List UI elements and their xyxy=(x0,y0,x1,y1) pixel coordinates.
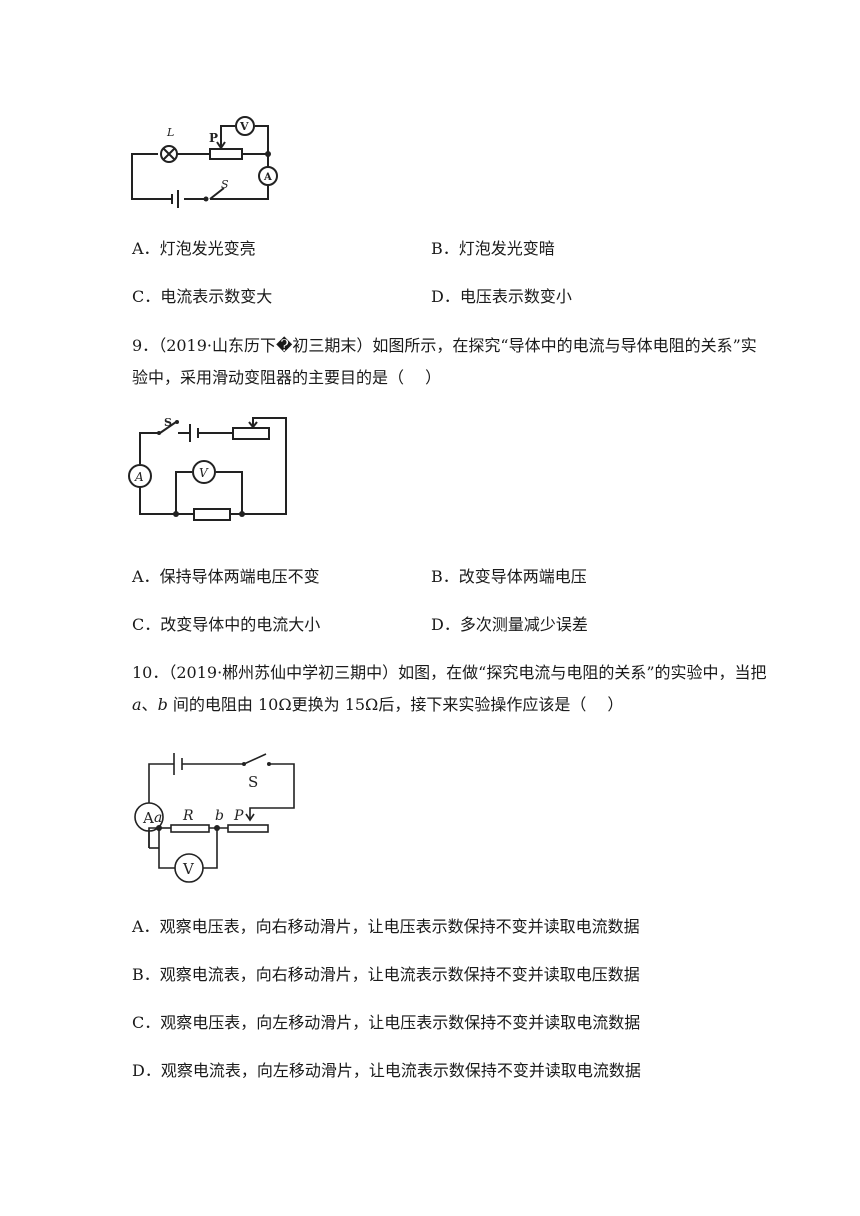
q8-label-lamp: L xyxy=(166,126,174,139)
q9-circuit-diagram: S A V xyxy=(128,416,287,521)
q9-stem-line2: 验中，采用滑动变阻器的主要目的是（ ） xyxy=(132,368,442,387)
option-text: 电流表示数变大 xyxy=(160,287,273,306)
q9-label-switch: S xyxy=(164,416,172,429)
q8-label-switch: S xyxy=(221,178,229,191)
option-letter: B． xyxy=(132,965,160,984)
q10-circuit-diagram: A S a R b P V xyxy=(134,753,295,883)
q9-option-c[interactable]: C．改变导体中的电流大小 xyxy=(132,614,320,636)
q10-label-b: b xyxy=(215,808,224,824)
q10-var-a: a xyxy=(132,695,142,714)
option-text: 改变导体中的电流大小 xyxy=(160,615,321,634)
q10-label-r: R xyxy=(182,808,194,824)
option-text: 观察电压表，向右移动滑片，让电压表示数保持不变并读取电流数据 xyxy=(159,917,640,936)
q8-option-a[interactable]: A．灯泡发光变亮 xyxy=(132,238,256,260)
option-text: 灯泡发光变暗 xyxy=(458,239,555,258)
q10-label-p: P xyxy=(233,808,244,824)
q10-option-c[interactable]: C．观察电压表，向左移动滑片，让电压表示数保持不变并读取电流数据 xyxy=(132,1012,640,1034)
q10-stem-text-2: 间的电阻由 10Ω更换为 15Ω后，接下来实验操作应该是（ ） xyxy=(167,695,624,714)
option-letter: A． xyxy=(132,567,160,586)
q8-option-c[interactable]: C．电流表示数变大 xyxy=(132,286,272,308)
q8-label-voltmeter: V xyxy=(239,120,249,133)
q8-option-d[interactable]: D．电压表示数变小 xyxy=(431,286,572,308)
q10-label-switch: S xyxy=(248,773,258,791)
option-letter: A． xyxy=(132,917,160,936)
option-letter: D． xyxy=(431,287,460,306)
option-letter: C． xyxy=(132,287,161,306)
q10-stem-line2: a、b 间的电阻由 10Ω更换为 15Ω后，接下来实验操作应该是（ ） xyxy=(132,694,623,716)
option-letter: D． xyxy=(132,1061,161,1080)
q10-label-ammeter: A xyxy=(142,809,154,827)
q10-option-a[interactable]: A．观察电压表，向右移动滑片，让电压表示数保持不变并读取电流数据 xyxy=(132,916,640,938)
q9-option-b[interactable]: B．改变导体两端电压 xyxy=(431,566,587,588)
q8-label-slider: P xyxy=(209,131,218,145)
q8-circuit-diagram: L P V A S xyxy=(131,116,278,208)
option-text: 保持导体两端电压不变 xyxy=(159,567,320,586)
q10-stem-text-1: （2019·郴州苏仙中学初三期中）如图，在做“探究电流与电阻的关系”的实验中，当… xyxy=(168,663,767,682)
q9-option-a[interactable]: A．保持导体两端电压不变 xyxy=(132,566,320,588)
q10-option-b[interactable]: B．观察电流表，向右移动滑片，让电流表示数保持不变并读取电压数据 xyxy=(132,964,640,986)
option-letter: B． xyxy=(431,567,459,586)
option-text: 观察电流表，向右移动滑片，让电流表示数保持不变并读取电压数据 xyxy=(159,965,640,984)
q8-label-ammeter: A xyxy=(263,172,272,183)
q9-stem-line1: 9．（2019·山东历下�初三期末）如图所示，在探究“导体中的电流与导体电阻的关… xyxy=(132,335,757,357)
q8-option-b[interactable]: B．灯泡发光变暗 xyxy=(431,238,555,260)
option-text: 观察电压表，向左移动滑片，让电压表示数保持不变并读取电流数据 xyxy=(160,1013,641,1032)
q10-sep: 、 xyxy=(141,695,158,714)
q10-label-voltmeter: V xyxy=(182,860,195,878)
option-letter: C． xyxy=(132,615,161,634)
option-letter: B． xyxy=(431,239,459,258)
option-text: 改变导体两端电压 xyxy=(458,567,587,586)
option-text: 灯泡发光变亮 xyxy=(159,239,256,258)
option-text: 多次测量减少误差 xyxy=(459,615,588,634)
q9-label-ammeter: A xyxy=(134,470,144,484)
q10-label-a: a xyxy=(154,810,162,826)
option-text: 观察电流表，向左移动滑片，让电流表示数保持不变并读取电流数据 xyxy=(160,1061,641,1080)
q9-label-voltmeter: V xyxy=(199,466,209,480)
option-text: 电压表示数变小 xyxy=(459,287,572,306)
q10-var-b: b xyxy=(157,695,168,714)
q9-number: 9． xyxy=(132,336,159,355)
q10-number: 10． xyxy=(132,663,169,682)
q10-stem-line1: 10．（2019·郴州苏仙中学初三期中）如图，在做“探究电流与电阻的关系”的实验… xyxy=(132,662,767,684)
q9-option-d[interactable]: D．多次测量减少误差 xyxy=(431,614,588,636)
option-letter: A． xyxy=(132,239,160,258)
option-letter: C． xyxy=(132,1013,161,1032)
q10-option-d[interactable]: D．观察电流表，向左移动滑片，让电流表示数保持不变并读取电流数据 xyxy=(132,1060,641,1082)
q9-stem-text-1: （2019·山东历下�初三期末）如图所示，在探究“导体中的电流与导体电阻的关系”… xyxy=(158,336,757,355)
option-letter: D． xyxy=(431,615,460,634)
